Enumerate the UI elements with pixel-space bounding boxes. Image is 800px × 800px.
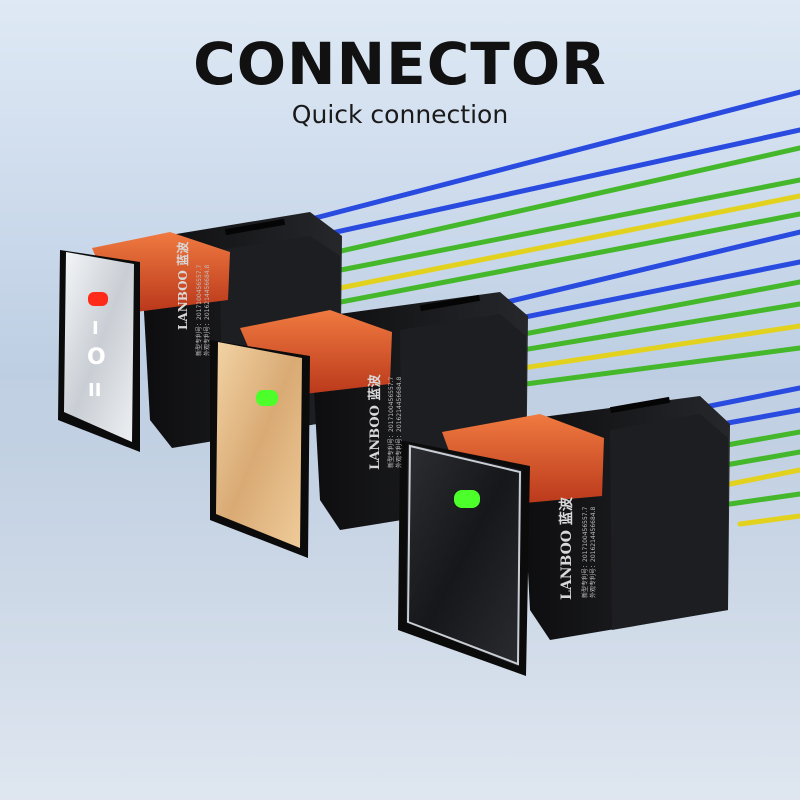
patent-line: 外观专利号：2016214456684.8 [590, 506, 597, 598]
switch-black [398, 396, 730, 676]
symbol-off: O [87, 345, 106, 370]
brand-name-cn: 蓝波 [559, 497, 575, 526]
patent-text-2: 新型专利号：2017100456557.7 外观专利号：201621445668… [388, 377, 404, 468]
brand-label-2: LANBOO 蓝波 [364, 374, 383, 470]
patent-line: 新型专利号：2017100456557.7 [388, 376, 395, 468]
brand-name: LANBOO [368, 405, 383, 470]
brand-label-3: LANBOO 蓝波 [556, 497, 576, 600]
patent-text-3: 新型专利号：2017100456557.7 外观专利号：201621445668… [582, 507, 598, 598]
brand-name: LANBOO [176, 270, 190, 330]
symbol-on: I [92, 318, 99, 339]
symbol-on-two: II [88, 380, 102, 401]
brand-label-1: LANBOO 蓝波 [174, 242, 191, 330]
patent-line: 外观专利号：2016214456684.8 [396, 376, 403, 468]
brand-name: LANBOO [559, 530, 575, 600]
patent-line: 外观专利号：2016214456684.8 [204, 264, 211, 356]
brand-name-cn: 蓝波 [176, 241, 190, 266]
headline-subtitle: Quick connection [291, 100, 509, 129]
brand-name-cn: 蓝波 [368, 374, 383, 401]
patent-line: 新型专利号：2017100456557.7 [582, 506, 589, 598]
patent-text-1: 新型专利号：2017100456557.7 外观专利号：201621445668… [196, 265, 212, 356]
headline-title: CONNECTOR [193, 30, 607, 98]
switch-gold [210, 292, 528, 558]
patent-line: 新型专利号：2017100456557.7 [196, 264, 203, 356]
